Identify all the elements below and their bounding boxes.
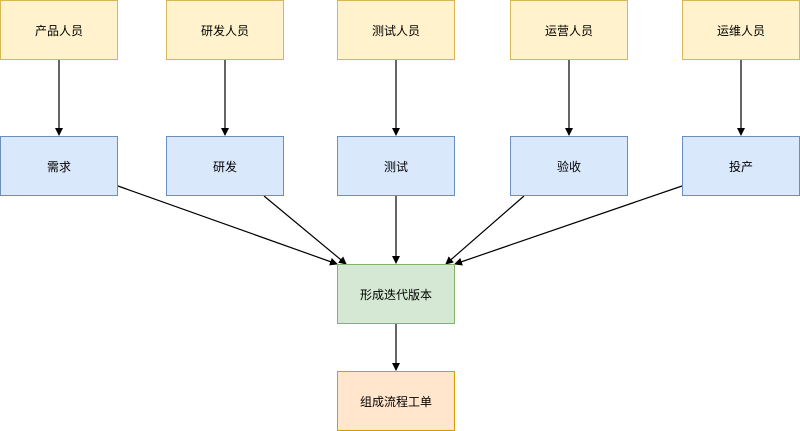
role-label: 运营人员	[544, 23, 593, 38]
stage-box-production: 投产	[682, 136, 800, 196]
stage-label: 需求	[46, 159, 71, 174]
role-label: 研发人员	[200, 23, 249, 38]
role-box-testing: 测试人员	[337, 0, 455, 60]
role-label: 测试人员	[371, 23, 420, 38]
stage-label: 验收	[556, 159, 581, 174]
role-box-operations: 运营人员	[510, 0, 628, 60]
merge-box-iteration-version: 形成迭代版本	[337, 264, 455, 324]
role-box-development: 研发人员	[166, 0, 284, 60]
stage-label: 投产	[728, 159, 753, 174]
output-box-workflow-ticket: 组成流程工单	[337, 371, 455, 431]
role-label: 运维人员	[716, 23, 765, 38]
role-label: 产品人员	[34, 23, 83, 38]
arrow-stage-to-merge	[263, 195, 347, 265]
output-label: 组成流程工单	[359, 394, 432, 409]
arrow-stage-to-merge	[445, 195, 525, 265]
merge-label: 形成迭代版本	[359, 287, 432, 302]
stage-label: 测试	[383, 159, 408, 174]
arrow-stage-to-merge	[117, 185, 338, 266]
stage-box-requirements: 需求	[0, 136, 118, 196]
arrow-stage-to-merge	[454, 185, 683, 266]
role-box-product: 产品人员	[0, 0, 118, 60]
stage-box-acceptance: 验收	[510, 136, 628, 196]
stage-box-development: 研发	[166, 136, 284, 196]
stage-label: 研发	[212, 159, 237, 174]
stage-box-testing: 测试	[337, 136, 455, 196]
role-box-maintenance: 运维人员	[682, 0, 800, 60]
